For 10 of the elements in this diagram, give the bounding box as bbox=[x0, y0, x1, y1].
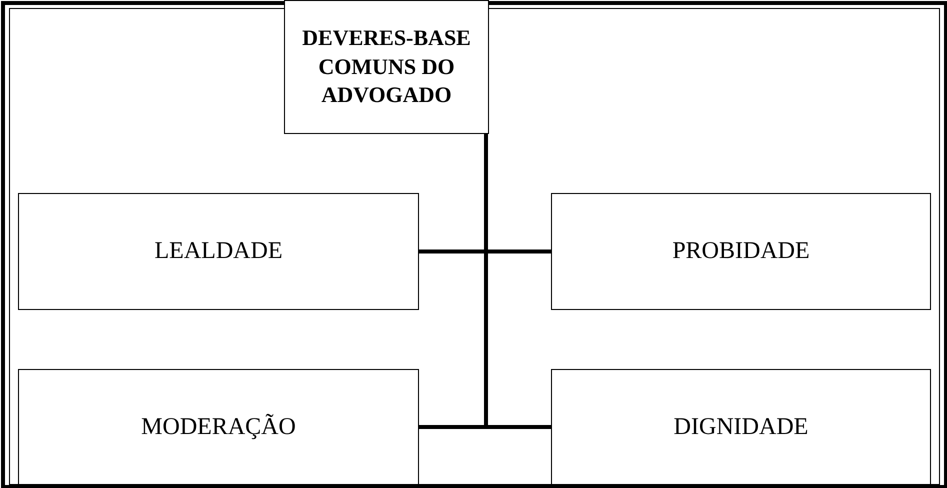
duty-box bbox=[18, 369, 419, 485]
title-box bbox=[284, 0, 489, 134]
duty-box bbox=[551, 193, 931, 310]
duty-label: LEALDADE bbox=[154, 238, 282, 265]
duty-label: MODERAÇÃO bbox=[141, 414, 296, 440]
duty-label: PROBIDADE bbox=[672, 238, 810, 265]
duty-box bbox=[18, 193, 419, 310]
duty-label: DIGNIDADE bbox=[674, 414, 808, 440]
duty-box bbox=[551, 369, 931, 485]
title-text: DEVERES-BASE COMUNS DO ADVOGADO bbox=[301, 24, 472, 110]
